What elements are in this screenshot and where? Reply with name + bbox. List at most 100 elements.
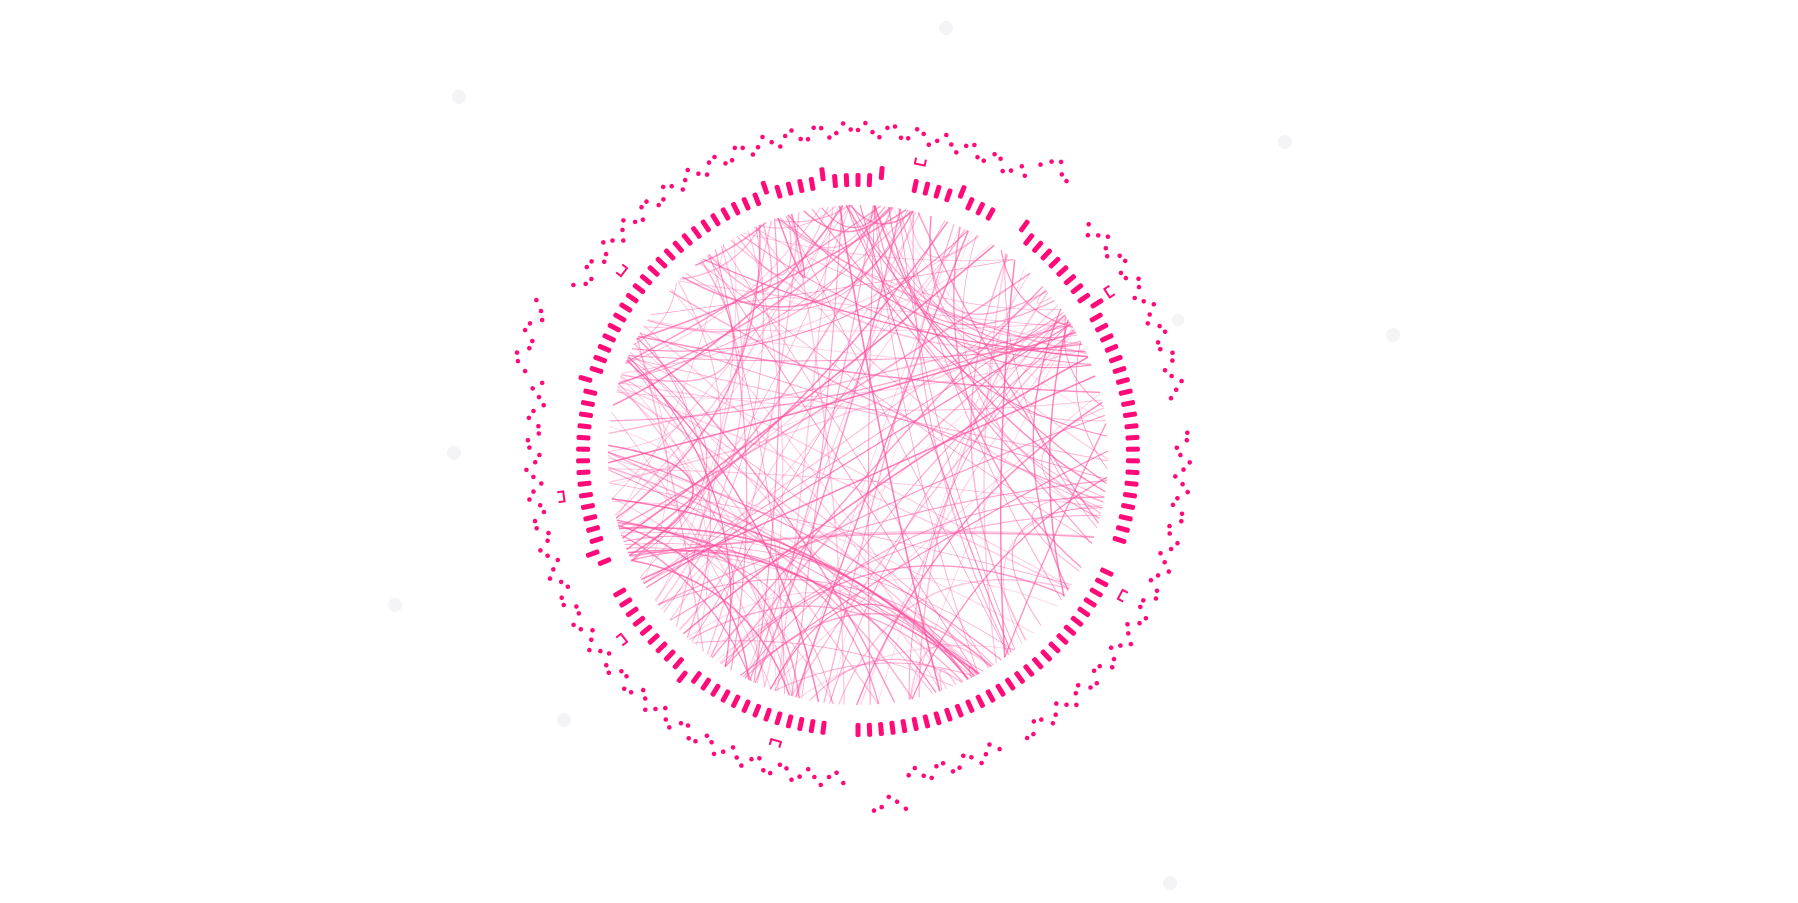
ring-segment [586, 525, 601, 533]
ring-segment [808, 719, 816, 734]
link-curve [773, 204, 851, 223]
ring-segment [1118, 388, 1133, 396]
ring-dot [525, 437, 531, 443]
ring-dot [1162, 329, 1168, 335]
link-curve [608, 324, 1072, 435]
link-curve [607, 457, 1034, 634]
ring-dot [1170, 350, 1175, 356]
ring-dot [1104, 253, 1110, 259]
link-curve [627, 551, 974, 678]
ghost-marker [1278, 135, 1292, 149]
link-curve [629, 530, 1095, 558]
ring-segment [632, 283, 646, 295]
ring-dot [969, 755, 974, 760]
ring-dot [632, 219, 638, 225]
ring-segment [647, 265, 660, 277]
ring-dot [527, 497, 532, 502]
link-curve [747, 230, 784, 684]
link-curve [617, 521, 801, 699]
ring-segment [760, 180, 770, 195]
link-curve [892, 207, 1106, 421]
ring-dot [1162, 368, 1168, 373]
ring-dot [1175, 540, 1180, 546]
ring-dot [957, 765, 962, 770]
ring-dot [1145, 321, 1151, 326]
ring-dot [949, 142, 954, 147]
ring-dot [551, 567, 556, 572]
bracket-marker [1102, 284, 1116, 299]
inner-segment-ring [576, 165, 1140, 737]
ring-dot [589, 637, 594, 643]
ring-segment [1032, 240, 1044, 253]
ring-dot [1153, 596, 1159, 601]
link-curve [719, 622, 775, 687]
ring-dot [1179, 518, 1184, 524]
ring-dot [1132, 295, 1137, 301]
ring-dot [621, 686, 627, 692]
ring-segment [843, 173, 850, 188]
ring-segment [710, 213, 721, 227]
ring-segment [720, 689, 731, 703]
link-curve [626, 358, 880, 705]
link-curve [789, 214, 845, 705]
ring-dot [1105, 234, 1111, 239]
ring-dot [879, 804, 884, 810]
ring-dot [601, 240, 606, 245]
ring-dot [532, 459, 538, 465]
ring-segment [577, 423, 592, 430]
ring-segment [1112, 365, 1127, 375]
link-curve [758, 205, 837, 229]
link-curve [637, 335, 1101, 394]
ring-dot [761, 768, 766, 773]
ring-dot [628, 690, 634, 695]
ghost-marker [939, 21, 953, 35]
ring-segment [855, 723, 861, 737]
ring-segment [625, 606, 639, 618]
ring-dot [574, 604, 579, 609]
ring-dot [961, 753, 966, 759]
ring-dot [789, 777, 794, 782]
link-curve [779, 205, 877, 249]
ring-segment [878, 721, 884, 737]
link-curve [908, 210, 979, 259]
ring-dot [1103, 245, 1109, 251]
ring-dot [987, 742, 992, 747]
ring-dot [565, 584, 571, 590]
ring-dot [992, 151, 997, 157]
ring-segment [1121, 503, 1136, 510]
ring-dot [571, 282, 576, 288]
link-curve [888, 206, 1092, 369]
ring-dot [621, 218, 626, 223]
ring-segment [1040, 649, 1053, 662]
ring-dot [653, 706, 658, 712]
link-curve [722, 244, 990, 669]
ring-dot [1187, 460, 1192, 465]
link-curve [617, 385, 1070, 590]
ring-segment [1070, 615, 1084, 627]
link-curve [791, 205, 843, 697]
ring-dot [1059, 172, 1065, 177]
link-curve [643, 322, 1071, 332]
ring-dot [583, 281, 588, 287]
link-curve [678, 280, 1074, 328]
link-curve [702, 258, 1088, 357]
ring-dot [1185, 430, 1190, 436]
ring-dot [1141, 598, 1146, 603]
link-curve [616, 388, 978, 676]
link-curve [798, 645, 1015, 699]
ring-dot [778, 144, 783, 149]
link-curve [639, 204, 851, 578]
ring-segment [1032, 657, 1044, 670]
ring-dot [545, 538, 550, 543]
ring-segment [1095, 322, 1109, 333]
ring-dot [898, 135, 904, 141]
ring-dot [950, 769, 956, 774]
ring-segment [1063, 624, 1077, 636]
link-curve [693, 640, 954, 687]
ring-dot [1178, 452, 1183, 458]
link-curve [874, 205, 1078, 339]
ring-dot [1095, 233, 1101, 238]
link-curve [651, 259, 1015, 316]
ring-segment [589, 535, 604, 545]
ring-segment [995, 683, 1006, 697]
